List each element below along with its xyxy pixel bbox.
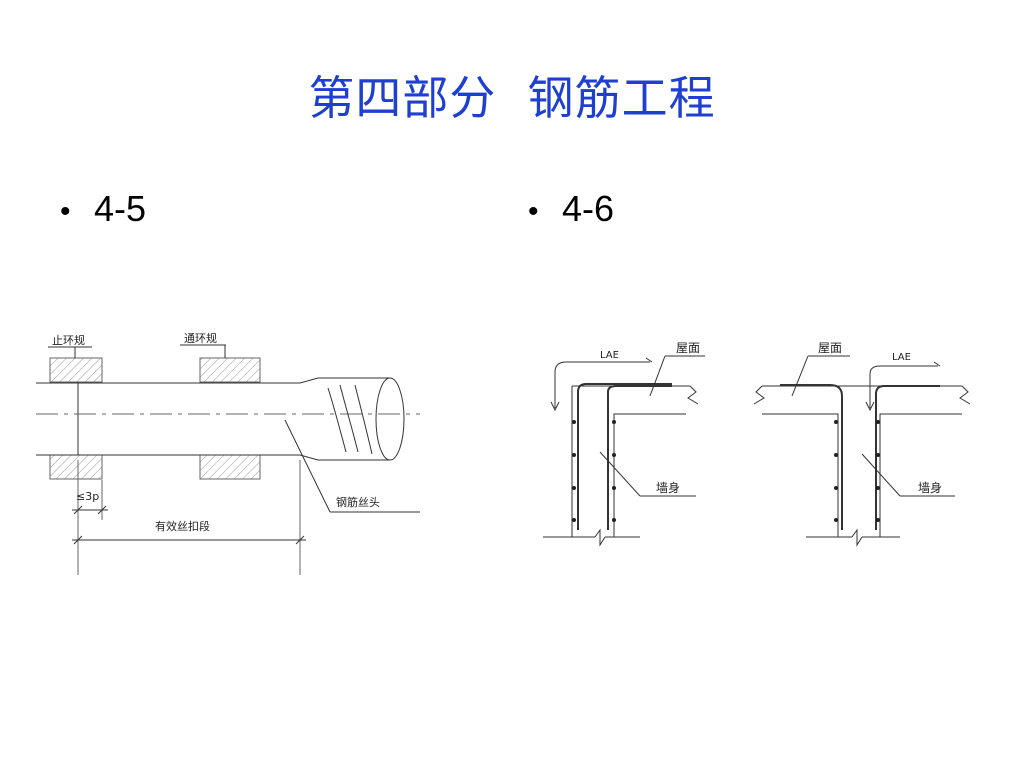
- wall-label: 墙身: [918, 480, 942, 495]
- bullet-item-4-6: • 4-6: [528, 188, 614, 230]
- effective-thread-label: 有效丝扣段: [155, 519, 210, 533]
- stop-gauge-bottom: [49, 454, 103, 480]
- anchor-length-label: LAE: [892, 352, 911, 363]
- go-gauge-bottom: [199, 454, 261, 480]
- bullet-label: 4-6: [562, 188, 615, 229]
- figure-thread-gauge: [36, 344, 420, 575]
- pitch-label: ≤3p: [76, 490, 99, 503]
- roof-label: 屋面: [818, 341, 842, 355]
- bullet-dot: •: [528, 195, 539, 228]
- bullet-dot: •: [60, 195, 71, 228]
- go-gauge-top: [199, 357, 261, 383]
- bullet-label: 4-5: [94, 188, 147, 229]
- stop-gauge-label: 止环规: [52, 333, 85, 347]
- slide-title: 第四部分 钢筋工程: [308, 71, 716, 125]
- bullet-item-4-5: • 4-5: [60, 188, 146, 230]
- anchor-length-label: LAE: [600, 350, 619, 361]
- go-gauge-label: 通环规: [184, 331, 217, 345]
- figure-wall-right: [753, 355, 971, 547]
- wall-label: 墙身: [656, 480, 680, 495]
- figure-wall-left-dots: [572, 420, 616, 522]
- figure-wall-right-dots: [834, 420, 880, 522]
- figure-wall-left: [543, 355, 705, 547]
- stop-gauge-top: [49, 357, 103, 383]
- roof-label: 屋面: [676, 341, 700, 355]
- thread-head-label: 钢筋丝头: [336, 495, 380, 509]
